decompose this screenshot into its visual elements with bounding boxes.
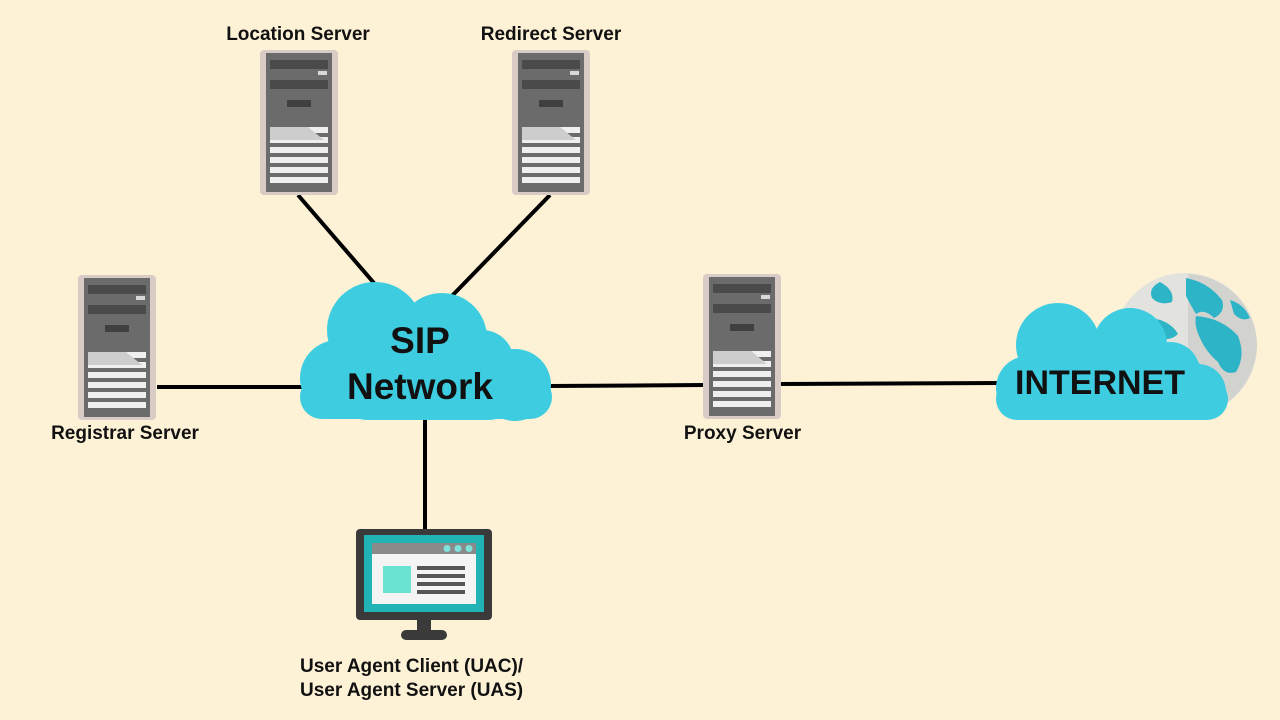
registrar-server-icon xyxy=(78,275,156,420)
registrar-server-label: Registrar Server xyxy=(51,423,199,444)
redirect-server-icon xyxy=(512,50,590,195)
internet-label: INTERNET xyxy=(1015,364,1185,402)
edge-redirect-to-sip xyxy=(446,193,552,302)
sip-network-line2: Network xyxy=(347,366,493,407)
connection-lines xyxy=(157,193,1001,530)
location-server-label: Location Server xyxy=(226,24,370,45)
user-agent-line2: User Agent Server (UAS) xyxy=(300,680,524,701)
sip-network-label: SIP Network xyxy=(335,318,505,410)
edge-proxy-to-internet xyxy=(779,381,1001,386)
user-agent-line1: User Agent Client (UAC)/ xyxy=(300,656,524,677)
location-server-icon xyxy=(260,50,338,195)
user-agent-monitor-icon xyxy=(356,529,492,640)
edge-sip-to-proxy xyxy=(549,383,706,388)
sip-network-line1: SIP xyxy=(390,320,450,361)
redirect-server-label: Redirect Server xyxy=(480,24,622,45)
sip-network-cloud-icon xyxy=(300,282,552,421)
proxy-server-label: Proxy Server xyxy=(683,423,802,444)
internet-cloud-icon xyxy=(996,303,1228,420)
edge-location-to-sip xyxy=(296,193,382,292)
proxy-server-icon xyxy=(703,274,781,419)
user-agent-label: User Agent Client (UAC)/ User Agent Serv… xyxy=(300,655,556,703)
